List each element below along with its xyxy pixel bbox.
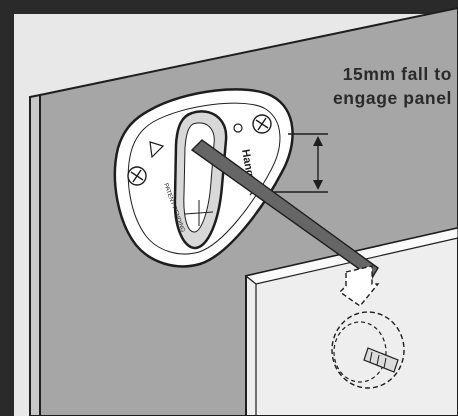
hanger-pin-icon	[190, 139, 379, 280]
wall-panel-edge	[29, 93, 41, 416]
caption: 15mm fall to engage panel	[272, 62, 452, 110]
screw-head-icon	[252, 114, 272, 134]
warning-triangle-icon	[149, 141, 165, 159]
screw-head-icon	[127, 166, 147, 186]
caption-line-2: engage panel	[332, 88, 452, 108]
panel-fitting	[331, 311, 405, 389]
caption-line-1: 15mm fall to	[342, 64, 452, 84]
fall-direction-arrow-icon	[338, 265, 380, 307]
dimension-arrow-icon	[272, 133, 328, 193]
